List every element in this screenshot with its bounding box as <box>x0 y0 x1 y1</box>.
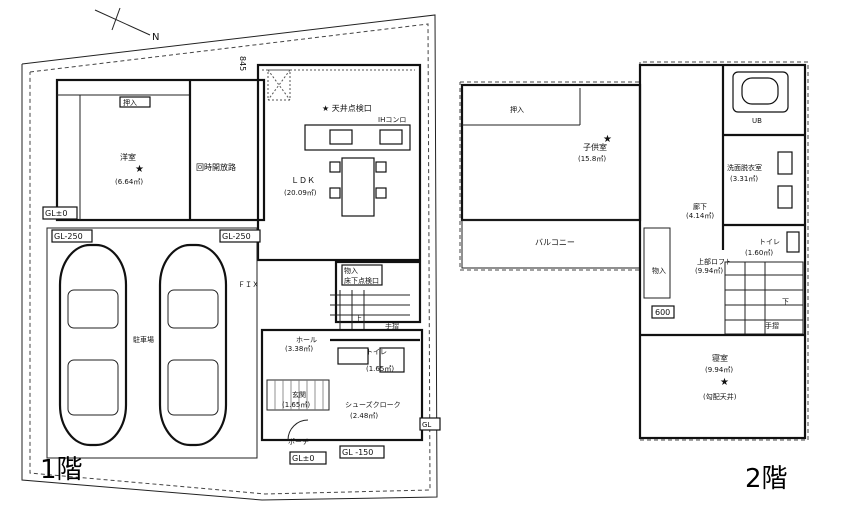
f1-ceiling-hatch-label: ★ 天井点検口 <box>322 103 372 113</box>
level-gl150: GL -150 <box>342 448 373 457</box>
dim-845: 845 <box>238 56 247 71</box>
f1-porch-label: ポーチ <box>288 438 309 446</box>
f1-toilet-area: (1.65㎡) <box>366 365 394 373</box>
f2-bedroom-area: (9.94㎡) <box>705 366 733 374</box>
floor1-building: 押入 洋室 ★ (6.64㎡) 回時開放路 ★ 天井点検口 IHコンロ ＬＤＫ … <box>55 63 424 446</box>
f2-toilet-label: トイレ <box>759 238 780 246</box>
f1-ldk-label: ＬＤＫ <box>291 176 315 185</box>
f1-underfloor-label: 床下点検口 <box>344 276 379 285</box>
car-right <box>158 243 228 447</box>
f2-balcony-label: バルコニー <box>535 238 575 247</box>
level-gl0-left: GL±0 <box>45 209 67 218</box>
f1-stair-up-label: 上 <box>355 314 362 323</box>
f2-handrail-label: 手摺 <box>765 321 779 330</box>
f1-storage-label: 物入 <box>344 266 358 275</box>
f1-closet-label: 押入 <box>123 98 137 107</box>
parking-label: 駐車場 <box>133 335 154 344</box>
f1-ldk-area: (20.09㎡) <box>284 189 317 197</box>
parking-area: 駐車場 <box>46 227 258 459</box>
f1-toilet-label: トイレ <box>366 348 387 356</box>
compass: N <box>94 7 159 43</box>
level-markers: GL±0 GL-250 GL-250 GL±0 GL -150 GL 845 <box>42 56 441 465</box>
f2-loft-note: (勾配天井) <box>703 392 737 401</box>
f1-hall-area: (3.38㎡) <box>285 345 313 353</box>
f2-kids-area: (15.8㎡) <box>578 155 606 163</box>
f2-kids-label: 子供室 <box>583 142 607 152</box>
f1-ih-label: IHコンロ <box>378 116 406 124</box>
f2-corridor-area: (4.14㎡) <box>686 212 714 220</box>
f2-washroom-label: 洗面脱衣室 <box>727 163 762 172</box>
f2-dim600: 600 <box>655 308 670 317</box>
f1-shoes-label: シューズクローク <box>345 400 401 409</box>
car-left <box>58 243 128 447</box>
floor2-building: 押入 子供室 ★ (15.8㎡) バルコニー UB 洗面脱衣室 (3.31㎡) … <box>459 61 809 441</box>
f2-kids-star: ★ <box>603 134 612 145</box>
f1-handrail-label: 手摺 <box>385 321 399 330</box>
f2-stairs <box>724 261 804 335</box>
site-boundary <box>21 14 438 501</box>
f1-entrance-tile <box>266 379 330 411</box>
floor2-label: 2階 <box>745 464 788 494</box>
f2-stair-down-label: 下 <box>782 298 789 306</box>
f1-stairs <box>330 290 410 330</box>
f2-washroom-area: (3.31㎡) <box>730 175 758 183</box>
f2-top-closet-area: (9.94㎡) <box>695 267 723 275</box>
f2-storage-label: 物入 <box>652 266 666 275</box>
f2-ub-label: UB <box>752 117 762 125</box>
f1-western-label: 洋室 <box>120 152 136 162</box>
f2-toilet-area: (1.60㎡) <box>745 249 773 257</box>
f1-hall-label: ホール <box>296 336 317 344</box>
compass-north-label: N <box>152 32 159 43</box>
floor1-label: 1階 <box>40 455 83 485</box>
f2-top-closet-label: 上部ロフト <box>697 257 732 266</box>
f1-western-area: (6.64㎡) <box>115 178 143 186</box>
f1-western-star: ★ <box>135 164 144 175</box>
f2-bedroom-star: ★ <box>720 377 729 388</box>
level-gl-right: GL <box>422 421 431 429</box>
level-gl250-a: GL-250 <box>54 232 83 241</box>
f1-entrance-area: (1.65㎡) <box>282 401 310 409</box>
f1-entrance-label: 玄関 <box>292 390 306 399</box>
f1-open-room-label: 回時開放路 <box>196 162 236 172</box>
level-gl0-bottom: GL±0 <box>292 454 314 463</box>
level-gl250-b: GL-250 <box>222 232 251 241</box>
f2-corridor-label: 廊下 <box>693 202 707 211</box>
f1-shoes-area: (2.48㎡) <box>350 412 378 420</box>
f2-closet-label: 押入 <box>510 105 524 114</box>
f2-bedroom-label: 寝室 <box>712 353 728 363</box>
f1-fix-label: ＦＩＸ <box>238 281 259 289</box>
